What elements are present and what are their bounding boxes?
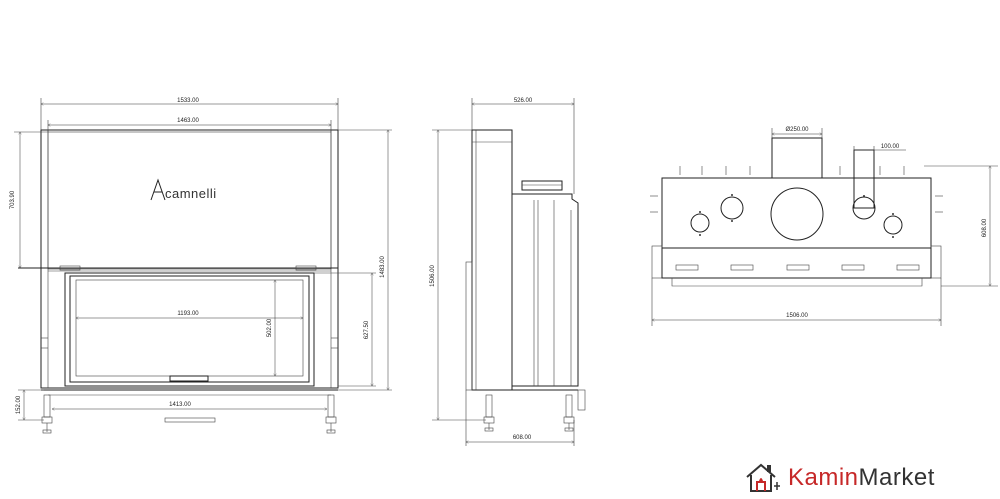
front-hood-panel <box>47 131 332 270</box>
dim-front-total-width: 1533.00 <box>177 98 199 104</box>
top-right-small-outlet <box>883 215 903 235</box>
svg-text:camnelli: camnelli <box>165 186 217 201</box>
dim-glass-height: 502.00 <box>267 318 273 337</box>
dim-top-inlet-diameter: 100.00 <box>881 144 900 150</box>
dim-front-upper-height: 703.90 <box>10 190 16 209</box>
dim-base-width: 1413.00 <box>169 402 191 408</box>
dim-side-top-depth: 526.00 <box>514 98 533 104</box>
dim-glass-width: 1193.00 <box>177 311 199 317</box>
side-feet <box>483 394 575 432</box>
house-icon <box>746 463 780 492</box>
dim-front-total-height: 1483.00 <box>380 256 386 278</box>
dim-top-width: 1506.00 <box>786 313 808 319</box>
dim-side-bottom-depth: 608.00 <box>513 435 532 441</box>
top-front-band <box>661 247 932 279</box>
dim-front-inner-width: 1463.00 <box>177 118 199 124</box>
top-view: Ø250.00 100.00 608.00 1506.00 <box>650 127 998 326</box>
brand-name-part1: Kamin <box>788 464 859 491</box>
top-left-outlet <box>720 196 744 220</box>
top-air-slots <box>675 264 920 271</box>
front-feet <box>41 394 337 434</box>
dim-foot-height: 152.00 <box>16 395 22 414</box>
brand-name-part2: Market <box>858 464 935 491</box>
camnelli-logo: camnelli <box>150 178 217 201</box>
dim-door-height: 627.50 <box>364 320 370 339</box>
dim-top-flue-diameter: Ø250.00 <box>785 127 809 133</box>
side-firebox-body <box>511 193 579 387</box>
side-rear-bracket <box>577 389 586 411</box>
side-view: 526.00 1506.00 608.00 <box>430 98 586 446</box>
top-left-small-outlet <box>690 213 710 233</box>
brand-name: KaminMarket <box>788 464 935 492</box>
door-frame-inner <box>69 275 310 383</box>
ash-tray <box>164 417 216 423</box>
side-flue-collar <box>521 180 563 191</box>
kaminmarket-brand: KaminMarket <box>744 460 996 496</box>
dim-side-total-height: 1506.00 <box>430 265 436 287</box>
top-flue-pipe <box>771 137 823 179</box>
front-body-outline <box>40 129 339 389</box>
dim-top-depth: 608.00 <box>982 218 988 237</box>
door-handle <box>169 375 209 382</box>
top-flue-outlet <box>770 187 824 241</box>
door-frame-outer <box>64 272 315 387</box>
side-hood-profile <box>471 129 513 391</box>
front-view: camnelli 1533.00 1463.00 703.90 1483.00 … <box>10 98 392 434</box>
top-fixing-marks <box>650 166 943 213</box>
